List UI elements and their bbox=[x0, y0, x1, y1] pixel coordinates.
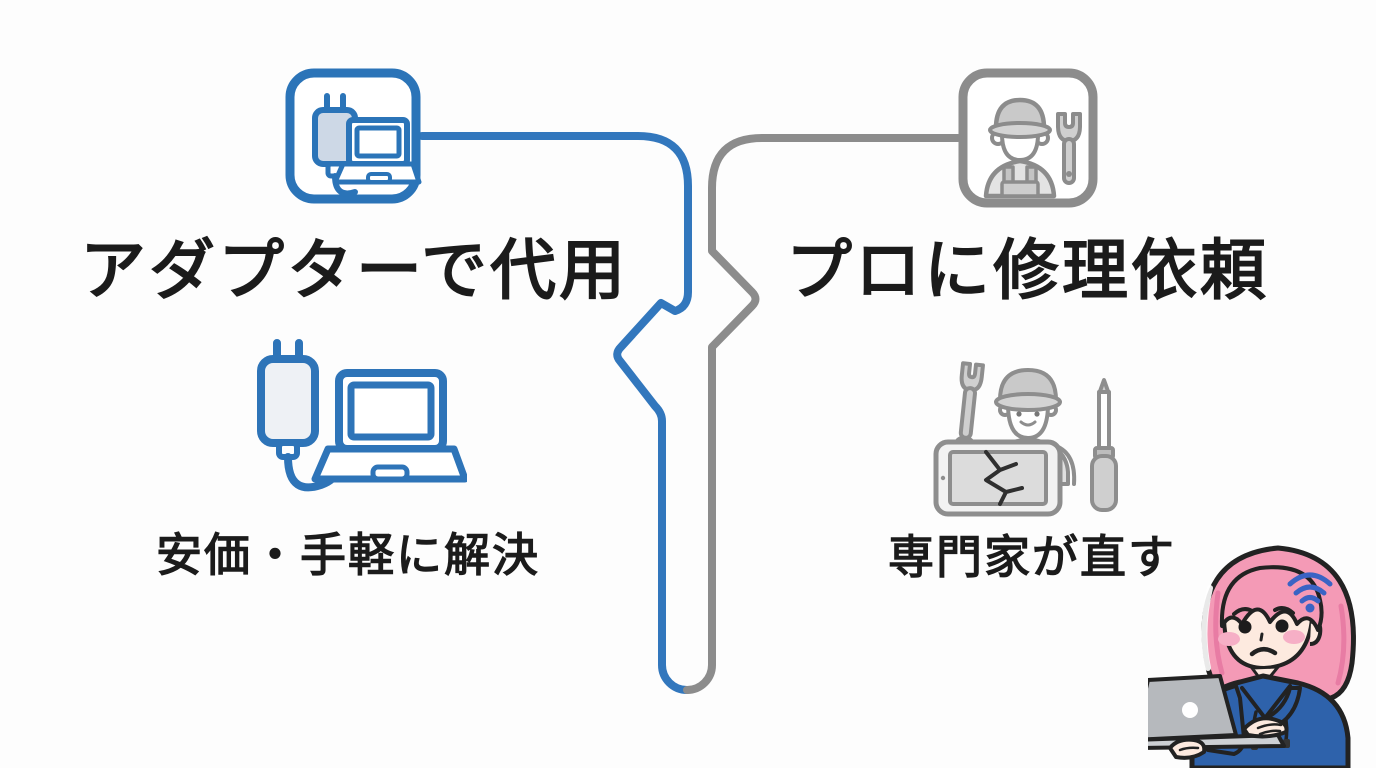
repair-worker-icon bbox=[958, 68, 1098, 208]
divider-left-blue-path bbox=[418, 132, 692, 694]
adapter-laptop-icon bbox=[257, 339, 467, 492]
repair-broken-tablet-icon bbox=[933, 361, 1118, 517]
adapter-laptop-icon bbox=[285, 68, 422, 204]
worried-girl-with-laptop bbox=[1148, 545, 1356, 768]
pointing-hand bbox=[1242, 716, 1289, 739]
left-option-title: アダプターで代用 bbox=[80, 233, 629, 307]
left-option-caption: 安価・手軽に解決 bbox=[156, 529, 540, 581]
right-option-title: プロに修理依頼 bbox=[786, 233, 1269, 307]
laptop bbox=[1148, 674, 1286, 750]
right-option-caption: 専門家が直す bbox=[888, 531, 1176, 583]
wifi-icon bbox=[1287, 572, 1333, 613]
divider-right-gray-path bbox=[683, 134, 962, 694]
bangs bbox=[1219, 565, 1324, 632]
